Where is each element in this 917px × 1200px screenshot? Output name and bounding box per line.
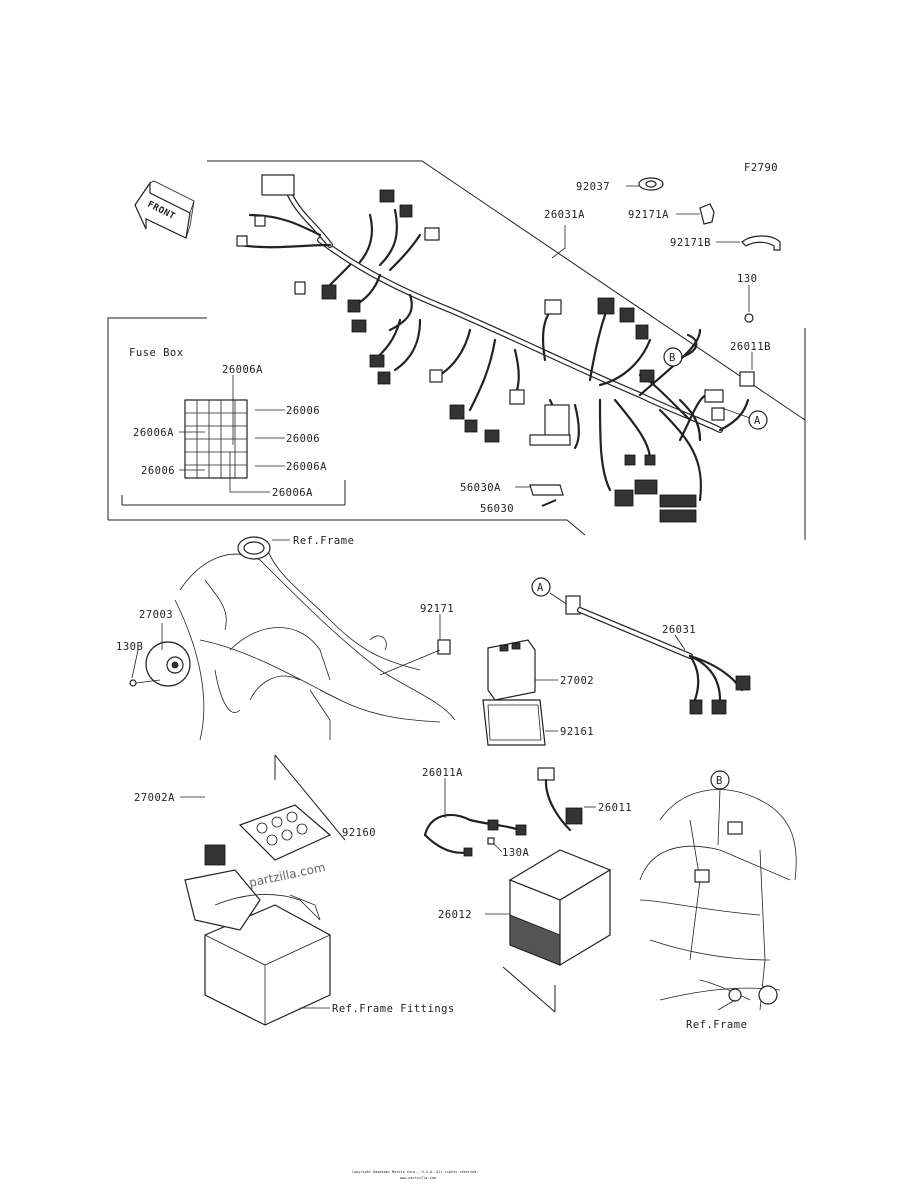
callout-26011A: 26011A <box>422 767 463 779</box>
callout-92171B: 92171B <box>670 237 711 249</box>
callout-26031: 26031 <box>662 624 696 636</box>
footer-line2: www.partzilla.com <box>400 1176 436 1180</box>
battery-case-section: 92160 27002A Ref.Frame Fittings partzill… <box>134 754 455 1026</box>
cover-92161: 92161 <box>482 699 594 746</box>
bolt-130: 130 <box>737 273 757 323</box>
footer-line1: Copyright Kawasaki Motors Corp., U.S.A. … <box>352 1170 478 1174</box>
callout-27002: 27002 <box>560 675 594 687</box>
callout-92171A: 92171A <box>628 209 669 221</box>
main-harness-frame <box>108 160 806 540</box>
marker-B-top: B <box>663 333 698 367</box>
callout-130A: 130A <box>502 847 529 859</box>
ref-frame-fittings: Ref.Frame Fittings <box>332 1003 455 1015</box>
callout-26011B: 26011B <box>730 341 771 353</box>
callout-130B: 130B <box>116 641 143 653</box>
marker-b1: B <box>669 352 676 364</box>
horn-27003: 27003 130B <box>116 609 191 687</box>
callout-26031A: 26031A <box>544 209 585 221</box>
marker-b2: B <box>716 775 723 787</box>
callout-27002A: 27002A <box>134 792 175 804</box>
callout-92171: 92171 <box>420 603 454 615</box>
fuse-label-26006-right1: 26006 <box>286 405 320 417</box>
callout-130: 130 <box>737 273 757 285</box>
marker-A-top: A <box>721 407 768 430</box>
marker-a2: A <box>537 582 544 594</box>
fuse-label-26006-right2: 26006 <box>286 433 320 445</box>
callout-27003: 27003 <box>139 609 173 621</box>
callout-92160: 92160 <box>342 827 376 839</box>
front-arrow-icon: FRONT <box>134 180 195 239</box>
watermark: partzilla.com <box>248 860 327 890</box>
figure-code: F2790 <box>744 162 778 174</box>
clamp-92037: 92037 <box>576 177 664 193</box>
battery-section: 26011A 130A 26011 26012 <box>422 767 632 1013</box>
fuse-label-26006A-top: 26006A <box>222 364 263 376</box>
cap-56030A: 56030A <box>460 482 564 496</box>
frame-bottom-right: B Ref.Frame <box>639 770 797 1031</box>
callout-26011: 26011 <box>598 802 632 814</box>
subharness-26031: A 26031 <box>531 577 751 715</box>
frame-section: Ref.Frame <box>174 535 456 741</box>
fuse-label-26006A-left: 26006A <box>133 427 174 439</box>
cap-56030: 56030 <box>480 499 557 515</box>
clamp-92171A: 92171A <box>628 203 715 225</box>
main-harness-26031A <box>236 174 750 523</box>
fuse-box-title: Fuse Box <box>129 347 184 359</box>
callout-group-26031A: 26031A <box>544 209 585 259</box>
fuse-label-26006A-right: 26006A <box>286 461 327 473</box>
fuse-label-26006-left: 26006 <box>141 465 175 477</box>
callout-92161: 92161 <box>560 726 594 738</box>
fuse-box-inset: Fuse Box 26006A 26006A 26006 26006 26006… <box>107 317 346 520</box>
callout-56030A: 56030A <box>460 482 501 494</box>
relay-26011B: 26011B <box>730 341 771 387</box>
callout-26012: 26012 <box>438 909 472 921</box>
ecu-27002: 27002 <box>487 639 594 701</box>
marker-a1: A <box>754 415 761 427</box>
callout-92037: 92037 <box>576 181 610 193</box>
clamp-92171B: 92171B <box>670 235 781 251</box>
fuse-label-26006A-bottom: 26006A <box>272 487 313 499</box>
ref-frame-bottom: Ref.Frame <box>686 1019 747 1031</box>
callout-56030: 56030 <box>480 503 514 515</box>
clamp-92171: 92171 <box>379 603 454 676</box>
ref-frame-top: Ref.Frame <box>293 535 354 547</box>
